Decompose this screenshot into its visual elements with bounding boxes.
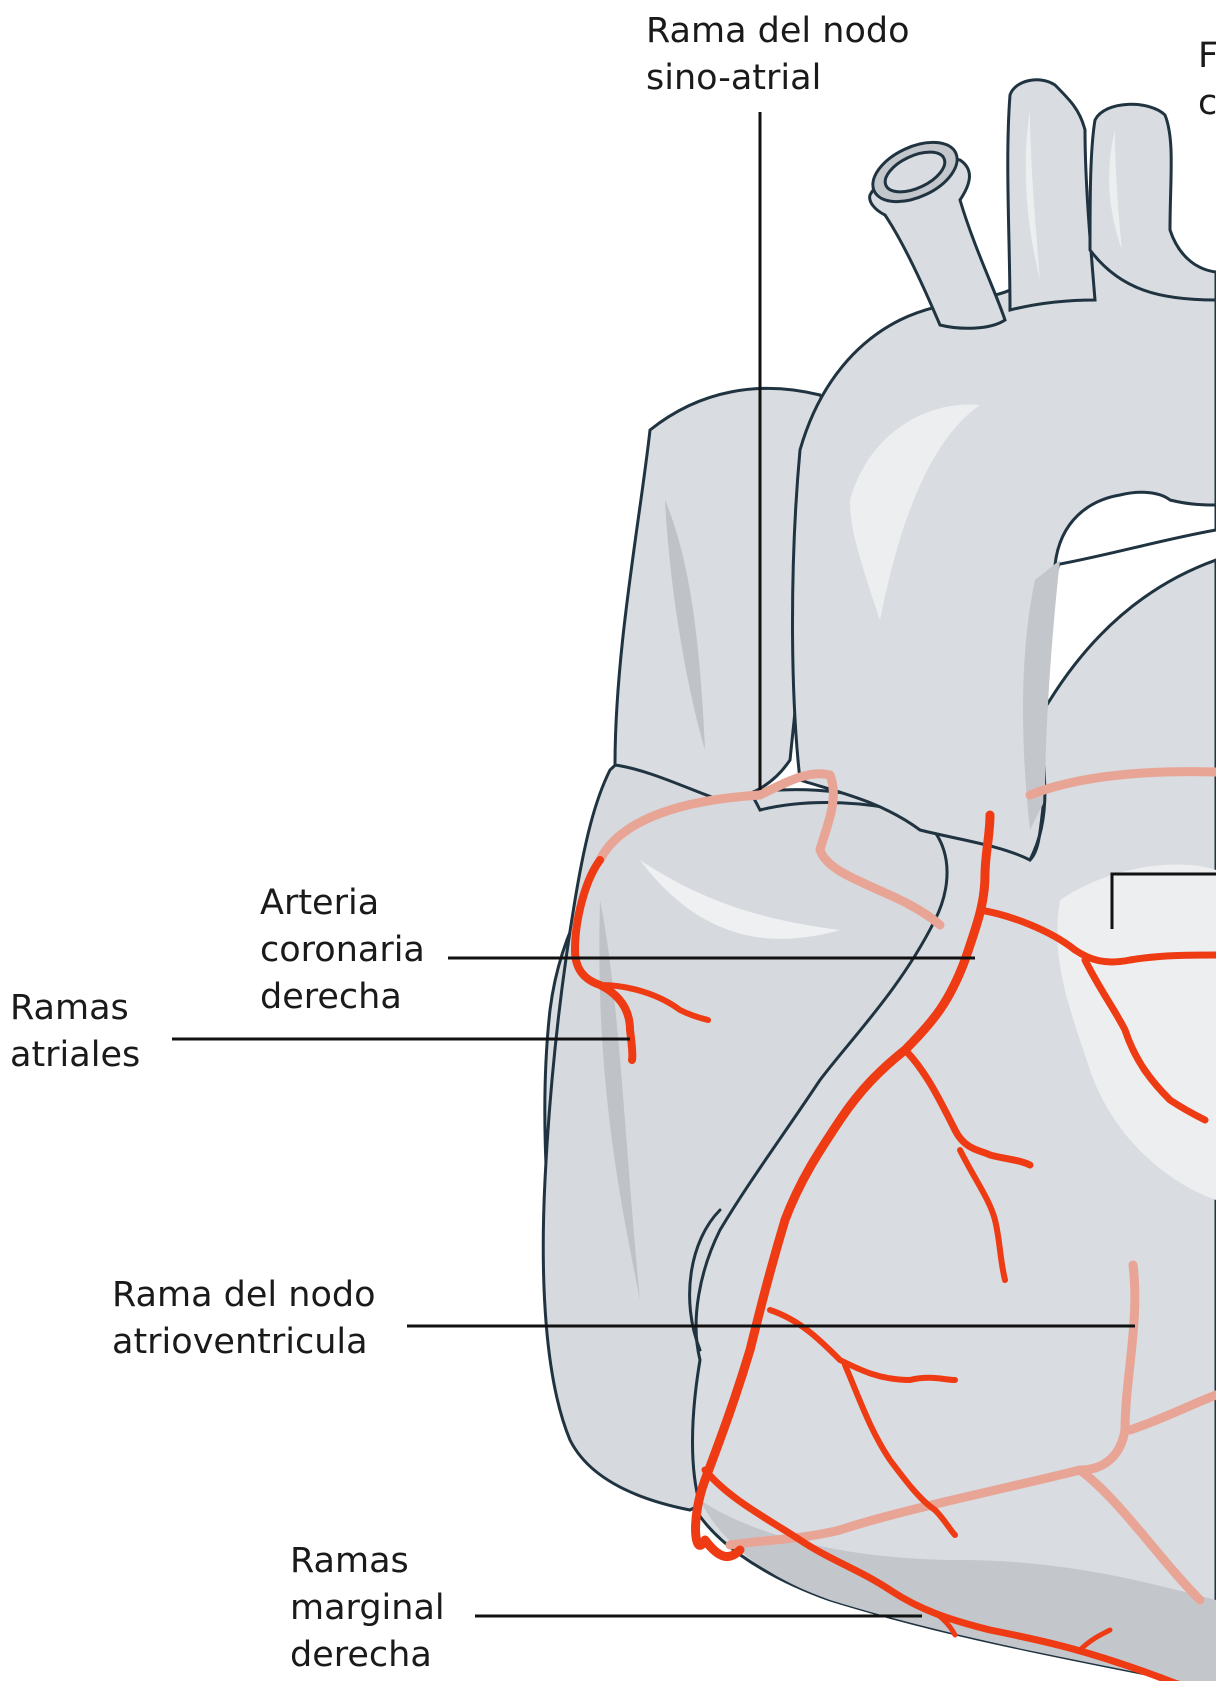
label-top-right-partial: F c <box>1198 33 1216 127</box>
left-subclavian <box>1090 104 1216 300</box>
label-top-right-line1: F <box>1198 33 1216 80</box>
label-right-coronary-artery: Arteria coronaria derecha <box>260 880 425 1021</box>
label-atrial-branches-line1: Ramas <box>10 985 140 1032</box>
left-carotid <box>1008 80 1095 310</box>
label-right-marginal-line3: derecha <box>290 1632 445 1679</box>
label-right-coronary-line1: Arteria <box>260 880 425 927</box>
label-av-node-branch: Rama del nodo atrioventricula <box>112 1272 376 1366</box>
label-atrial-branches: Ramas atriales <box>10 985 140 1079</box>
label-right-marginal-branches: Ramas marginal derecha <box>290 1538 445 1679</box>
label-av-node-line2: atrioventricula <box>112 1319 376 1366</box>
label-top-right-line2: c <box>1198 80 1216 127</box>
label-atrial-branches-line2: atriales <box>10 1032 140 1079</box>
label-right-coronary-line2: coronaria <box>260 927 425 974</box>
label-av-node-line1: Rama del nodo <box>112 1272 376 1319</box>
label-sinoatrial-line2: sino-atrial <box>646 55 910 102</box>
label-right-marginal-line2: marginal <box>290 1585 445 1632</box>
label-sinoatrial-line1: Rama del nodo <box>646 8 910 55</box>
label-right-marginal-line1: Ramas <box>290 1538 445 1585</box>
label-right-coronary-line3: derecha <box>260 974 425 1021</box>
right-coronary-proximal <box>985 815 990 875</box>
label-sinoatrial-branch: Rama del nodo sino-atrial <box>646 8 910 102</box>
